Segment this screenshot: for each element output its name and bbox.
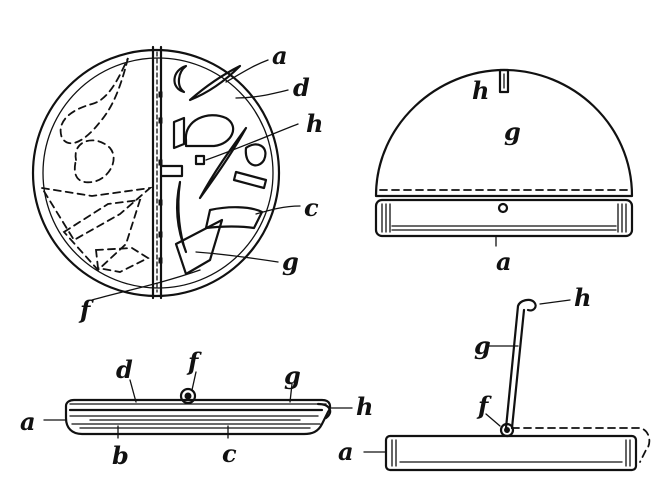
leader-lines-fig1 (91, 59, 301, 301)
outer-shell (64, 398, 332, 436)
label-g: g (474, 331, 491, 360)
piece-rect (172, 116, 186, 150)
base-ring (374, 198, 634, 238)
figure-cross-section: d f g a h b c (20, 347, 373, 470)
label-f: f (186, 347, 202, 376)
base-ring-shading (381, 203, 627, 233)
pivot-f (499, 422, 515, 438)
label-c: c (304, 193, 319, 222)
label-h: h (472, 76, 489, 105)
label-a: a (272, 41, 288, 70)
label-h: h (356, 392, 373, 421)
piece-round (184, 114, 235, 148)
label-f: f (476, 391, 492, 420)
figure-closed-case-elevation: h g a (374, 68, 634, 276)
hinge-curl (316, 402, 332, 420)
figure-case-with-stand: h g f a (338, 283, 651, 472)
stand-leg-inner (510, 308, 526, 430)
label-d: d (116, 355, 133, 384)
case-outer-rim (31, 48, 281, 298)
leader-lines-fig3 (43, 371, 353, 439)
base-shading (391, 439, 631, 467)
piece-bar (232, 170, 268, 190)
piece-small (244, 143, 267, 167)
piece-g (174, 218, 224, 276)
piece-a (188, 64, 242, 102)
pieces-right-half (160, 64, 268, 276)
leader-lines-fig4 (363, 299, 571, 453)
stand-leg-g (504, 298, 537, 430)
dashed-extension (511, 427, 651, 463)
figure-open-case-front-view: a d h c g f (31, 41, 323, 324)
piece-blade (198, 126, 248, 200)
knob-f (179, 387, 197, 405)
tab (160, 164, 184, 178)
label-c: c (222, 439, 237, 468)
clasp-hole (497, 202, 509, 214)
label-g: g (284, 361, 301, 390)
label-h: h (306, 109, 323, 138)
moon-icon (173, 64, 188, 94)
label-a: a (338, 437, 354, 466)
hidden-pieces-left-half (40, 57, 153, 273)
piece-c (204, 206, 264, 230)
base-ring (384, 434, 638, 472)
cross-hatching (69, 403, 327, 429)
label-a: a (496, 247, 512, 276)
label-b: b (112, 441, 129, 470)
label-d: d (293, 73, 310, 102)
peg-h (194, 154, 206, 166)
clasp-h (498, 68, 510, 94)
label-f: f (78, 295, 94, 324)
case-inner-rim (42, 57, 274, 289)
label-g: g (504, 117, 521, 146)
label-g: g (282, 247, 299, 276)
label-h: h (574, 283, 591, 312)
hinge-strip (151, 45, 163, 300)
piece-strip (176, 180, 188, 254)
label-a: a (20, 407, 36, 436)
